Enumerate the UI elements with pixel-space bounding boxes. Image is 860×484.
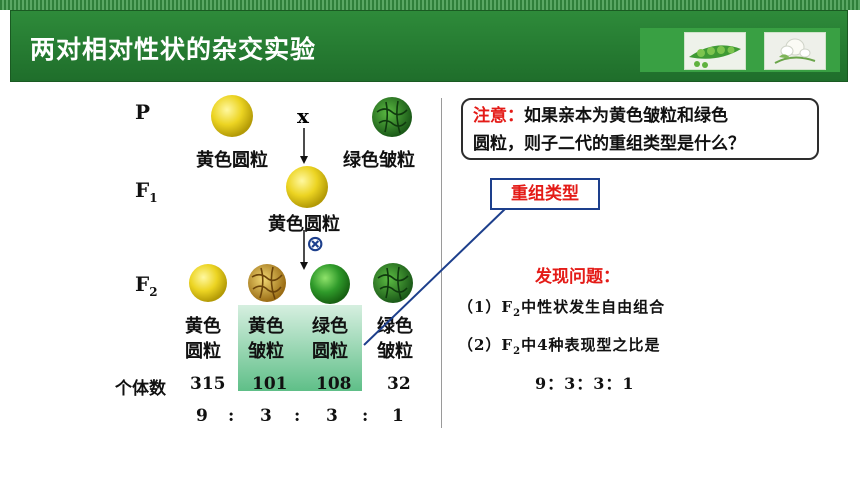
ratio-value: 3 <box>326 406 338 426</box>
f2-type-yellow-round: 黄色圆粒 <box>185 316 221 362</box>
ratio-separator: : <box>294 406 301 426</box>
count-label: 个体数 <box>115 379 166 399</box>
f2-yellow-round-pea-icon <box>188 263 228 307</box>
cross-arrows <box>300 128 308 270</box>
count-value: 108 <box>316 374 352 394</box>
self-cross-symbol: ⊗ <box>306 232 325 257</box>
note-line2: 圆粒，则子二代的重组类型是什么？ <box>473 134 745 154</box>
f2-green-wrinkled-pea-icon <box>372 262 414 308</box>
f2-type-yellow-wrinkled: 黄色皱粒 <box>248 316 284 362</box>
recombinant-highlight <box>238 305 362 391</box>
generation-f2-label: F2 <box>135 272 158 299</box>
section-divider <box>441 98 442 428</box>
discover-item-2: （2）F2中4种表现型之比是 <box>458 336 661 357</box>
note-line1: 如果亲本为黄色皱粒和绿色 <box>524 106 728 126</box>
generation-p-label: P <box>135 100 151 124</box>
count-value: 101 <box>252 374 288 394</box>
count-value: 315 <box>190 374 226 394</box>
callout-pointer-line <box>363 208 506 346</box>
recombinant-type-label: 重组类型 <box>490 178 600 210</box>
parent-left-label: 黄色圆粒 <box>196 150 268 171</box>
ratio-separator: : <box>362 406 369 426</box>
generation-f1-label: F1 <box>135 178 158 205</box>
ratio-value: 9 <box>196 406 208 426</box>
green-wrinkled-pea-icon <box>371 96 413 142</box>
ratio-separator: : <box>228 406 235 426</box>
f1-label: 黄色圆粒 <box>268 214 340 235</box>
count-value: 32 <box>387 374 411 394</box>
parent-right-label: 绿色皱粒 <box>343 150 415 171</box>
f2-green-round-pea-icon <box>309 263 351 309</box>
f2-type-green-round: 绿色圆粒 <box>312 316 348 362</box>
f1-yellow-round-pea-icon <box>285 165 329 213</box>
f2-type-green-wrinkled: 绿色皱粒 <box>377 316 413 362</box>
f2-yellow-wrinkled-pea-icon <box>246 262 288 308</box>
discover-title: 发现问题： <box>535 267 620 287</box>
top-pattern-strip <box>0 0 860 10</box>
note-prefix: 注意： <box>473 106 524 126</box>
page-title: 两对相对性状的杂交实验 <box>30 35 317 64</box>
pea-flower-image <box>764 32 826 70</box>
discover-item-1: （1）F2中性状发生自由组合 <box>458 298 666 319</box>
note-box: 注意：如果亲本为黄色皱粒和绿色 圆粒，则子二代的重组类型是什么？ <box>461 98 819 160</box>
ratio-value: 1 <box>392 406 404 426</box>
cross-symbol: x <box>297 104 309 128</box>
pea-pod-image <box>684 32 746 70</box>
ratio-value: 3 <box>260 406 272 426</box>
yellow-round-pea-icon <box>210 94 254 142</box>
discover-ratio: 9：3：3：1 <box>535 374 635 393</box>
